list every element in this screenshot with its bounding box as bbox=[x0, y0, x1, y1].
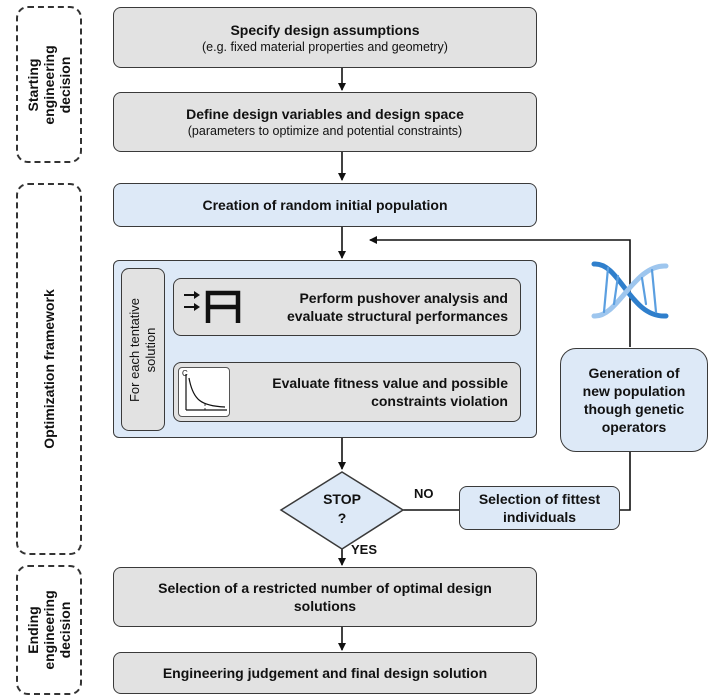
generation-line3: though genetic bbox=[583, 401, 685, 417]
yes-label: YES bbox=[351, 542, 378, 557]
assumptions-subtitle: (e.g. fixed material properties and geom… bbox=[202, 39, 448, 54]
fitness-chart-axis-label: C bbox=[182, 369, 188, 378]
assumptions-title: Specify design assumptions bbox=[230, 21, 420, 38]
stop-decision-label: STOP ? bbox=[302, 490, 382, 528]
variables-title: Define design variables and design space bbox=[186, 106, 464, 122]
stop-line1: STOP bbox=[323, 491, 361, 507]
line-selection-to-generation bbox=[620, 452, 631, 511]
stop-line2: ? bbox=[337, 510, 347, 526]
variables-subtitle: (parameters to optimize and potential co… bbox=[187, 124, 463, 138]
selection-line1: Selection of fittest bbox=[478, 491, 601, 507]
specify-assumptions-box: Specify design assumptions (e.g. fixed m… bbox=[113, 7, 537, 68]
fitness-evaluation-box: C Evaluate fitness value and possible co… bbox=[173, 362, 521, 422]
pushover-line1: Perform pushover analysis and bbox=[299, 290, 508, 306]
generation-line2: new population bbox=[582, 383, 686, 399]
for-each-solution-box: For each tentative solution bbox=[121, 268, 165, 431]
selection-line2: individuals bbox=[502, 509, 577, 525]
define-variables-box: Define design variables and design space… bbox=[113, 92, 537, 152]
restricted-line2: solutions bbox=[293, 598, 357, 614]
initial-population-label: Creation of random initial population bbox=[202, 197, 448, 213]
stop-decision-diamond bbox=[279, 471, 405, 550]
pushover-line2: evaluate structural performances bbox=[287, 308, 508, 324]
phase-ending-decision: Ending engineering decision bbox=[16, 565, 82, 695]
initial-population-box: Creation of random initial population bbox=[113, 183, 537, 227]
pushover-frame-icon bbox=[184, 290, 241, 323]
generation-line1: Generation of bbox=[588, 365, 680, 381]
final-design-box: Engineering judgement and final design s… bbox=[113, 652, 537, 694]
final-design-label: Engineering judgement and final design s… bbox=[162, 665, 488, 681]
restricted-selection-box: Selection of a restricted number of opti… bbox=[113, 567, 537, 627]
for-each-line1: For each tentative bbox=[127, 297, 142, 402]
generation-line4: operators bbox=[601, 419, 667, 435]
phase-optimization-framework: Optimization framework bbox=[16, 183, 82, 555]
fitness-chart-icon: C bbox=[178, 367, 230, 417]
no-label: NO bbox=[414, 486, 434, 501]
selection-fittest-box: Selection of fittest individuals bbox=[459, 486, 620, 530]
fitness-line2: constraints violation bbox=[371, 393, 508, 409]
phase-starting-decision: Starting engineering decision bbox=[16, 6, 82, 163]
dna-icon bbox=[591, 261, 669, 319]
arrow-generation-to-population bbox=[369, 236, 631, 347]
for-each-line2: solution bbox=[143, 327, 158, 372]
restricted-line1: Selection of a restricted number of opti… bbox=[158, 580, 492, 596]
fitness-line1: Evaluate fitness value and possible bbox=[272, 375, 508, 391]
generation-population-box: Generation of new population though gene… bbox=[560, 348, 708, 452]
pushover-analysis-box: Perform pushover analysis and evaluate s… bbox=[173, 278, 521, 336]
